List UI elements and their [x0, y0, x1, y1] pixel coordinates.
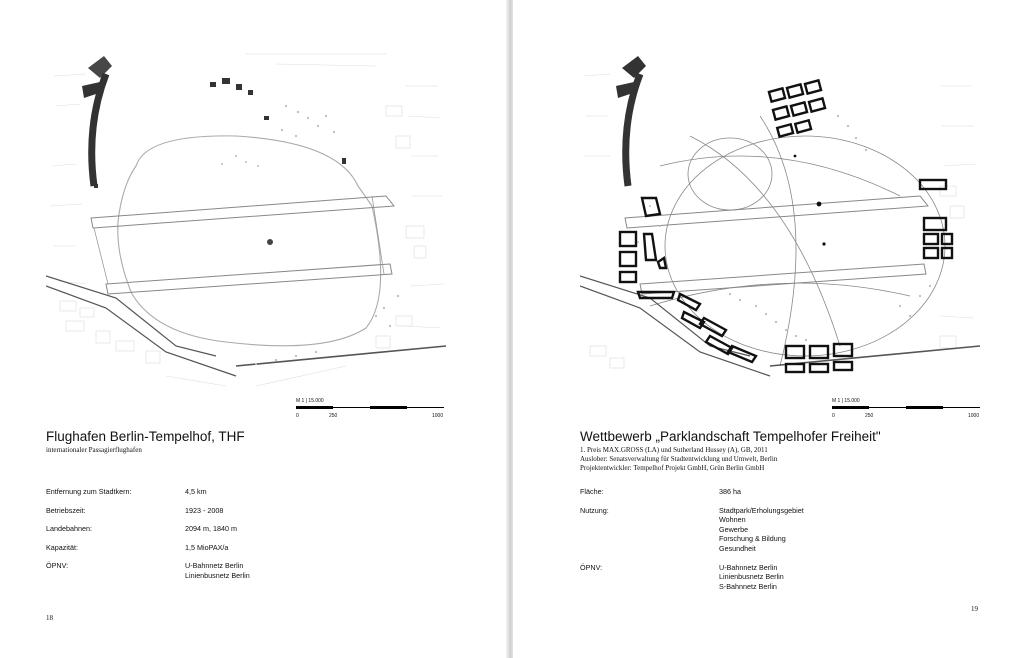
- fact-value: Stadtpark/Erholungsgebiet: [719, 505, 804, 515]
- fact-value: 386 ha: [719, 487, 741, 496]
- fact-value: Wohnen: [719, 515, 746, 525]
- fact-row-operating-time: Betriebszeit: 1923 - 2008: [46, 506, 250, 516]
- fact-row-distance: Entfernung zum Stadtkern: 4,5 km: [46, 487, 250, 497]
- book-gutter: [506, 0, 515, 658]
- subtitle-line: Projektentwickler: Tempelhof Projekt Gmb…: [580, 464, 765, 473]
- subtitle-line: 1. Preis MAX.GROSS (LA) und Sutherland H…: [580, 446, 768, 454]
- scale-tick-250: 250: [865, 413, 874, 419]
- fact-key: ÖPNV:: [46, 561, 69, 571]
- scale-bar-segment: [832, 406, 869, 409]
- fact-key: Fläche:: [580, 487, 604, 496]
- left-page: M 1 | 15.000 0 250 1000 Flughafen Berlin…: [0, 0, 508, 658]
- scale-tick-1000: 1000: [432, 413, 444, 419]
- page-subtitle: 1. Preis MAX.GROSS (LA) und Sutherland H…: [580, 446, 777, 474]
- fact-row-capacity: Kapazität: 1,5 MioPAX/a: [46, 543, 250, 553]
- fact-value: 1923 - 2008: [185, 505, 224, 515]
- site-plan-competition-drawing: [580, 56, 980, 377]
- fact-key: Landebahnen:: [46, 524, 92, 534]
- map-scale-bar: M 1 | 15.000 0 250 1000: [294, 398, 444, 422]
- subtitle-line: Auslober: Senatsverwaltung für Stadtentw…: [580, 455, 778, 464]
- map-scale-bar: M 1 | 15.000 0 250 1000: [830, 398, 980, 422]
- fact-value: Linienbusnetz Berlin: [719, 572, 784, 582]
- fact-value: Gesundheit: [719, 543, 756, 553]
- fact-value: 1,5 MioPAX/a: [185, 542, 229, 552]
- site-plan-existing: [46, 46, 446, 398]
- facts-table: Entfernung zum Stadtkern: 4,5 km Betrieb…: [46, 487, 250, 590]
- fact-key: Entfernung zum Stadtkern:: [46, 487, 132, 496]
- fact-row-transit: ÖPNV: U-Bahnnetz Berlin Linienbusnetz Be…: [580, 563, 804, 592]
- fact-key: Nutzung:: [580, 505, 609, 515]
- fact-value: Linienbusnetz Berlin: [185, 570, 250, 580]
- fact-value: U-Bahnnetz Berlin: [719, 562, 778, 572]
- page-number: 19: [971, 605, 978, 613]
- fact-value: Forschung & Bildung: [719, 534, 786, 544]
- scale-bar-segment: [906, 406, 943, 409]
- fact-row-area: Fläche: 386 ha: [580, 487, 804, 497]
- scale-tick-0: 0: [296, 413, 299, 419]
- fact-value: 2094 m, 1840 m: [185, 524, 237, 534]
- fact-row-use: Nutzung: Stadtpark/Erholungsgebiet Wohne…: [580, 506, 804, 554]
- site-plan-existing-drawing: [46, 53, 446, 387]
- fact-value: U-Bahnnetz Berlin: [185, 561, 244, 571]
- fact-value: Gewerbe: [719, 524, 749, 534]
- fact-value: S-Bahnnetz Berlin: [719, 581, 777, 591]
- fact-row-transit: ÖPNV: U-Bahnnetz Berlin Linienbusnetz Be…: [46, 561, 250, 580]
- fact-key: Kapazität:: [46, 542, 78, 552]
- fact-key: ÖPNV:: [580, 562, 603, 572]
- scale-bar-segment: [296, 406, 333, 409]
- page-title: Flughafen Berlin-Tempelhof, THF: [46, 429, 245, 444]
- scale-tick-0: 0: [832, 413, 835, 419]
- right-page: M 1 | 15.000 0 250 1000 Wettbewerb „Park…: [513, 0, 1024, 658]
- fact-key: Betriebszeit:: [46, 505, 86, 515]
- scale-bar-segment: [370, 406, 407, 409]
- scale-ratio-label: M 1 | 15.000: [832, 398, 860, 404]
- page-title: Wettbewerb „Parklandschaft Tempelhofer F…: [580, 429, 881, 444]
- site-plan-competition: [580, 46, 980, 398]
- page-subtitle: internationaler Passagierflughafen: [46, 446, 142, 455]
- scale-tick-250: 250: [329, 413, 338, 419]
- scale-tick-1000: 1000: [968, 413, 980, 419]
- scale-ratio-label: M 1 | 15.000: [296, 398, 324, 404]
- fact-row-runways: Landebahnen: 2094 m, 1840 m: [46, 524, 250, 534]
- subtitle-line: internationaler Passagierflughafen: [46, 446, 142, 454]
- facts-table: Fläche: 386 ha Nutzung: Stadtpark/Erholu…: [580, 487, 804, 600]
- page-number: 18: [46, 614, 53, 622]
- fact-value: 4,5 km: [185, 487, 207, 496]
